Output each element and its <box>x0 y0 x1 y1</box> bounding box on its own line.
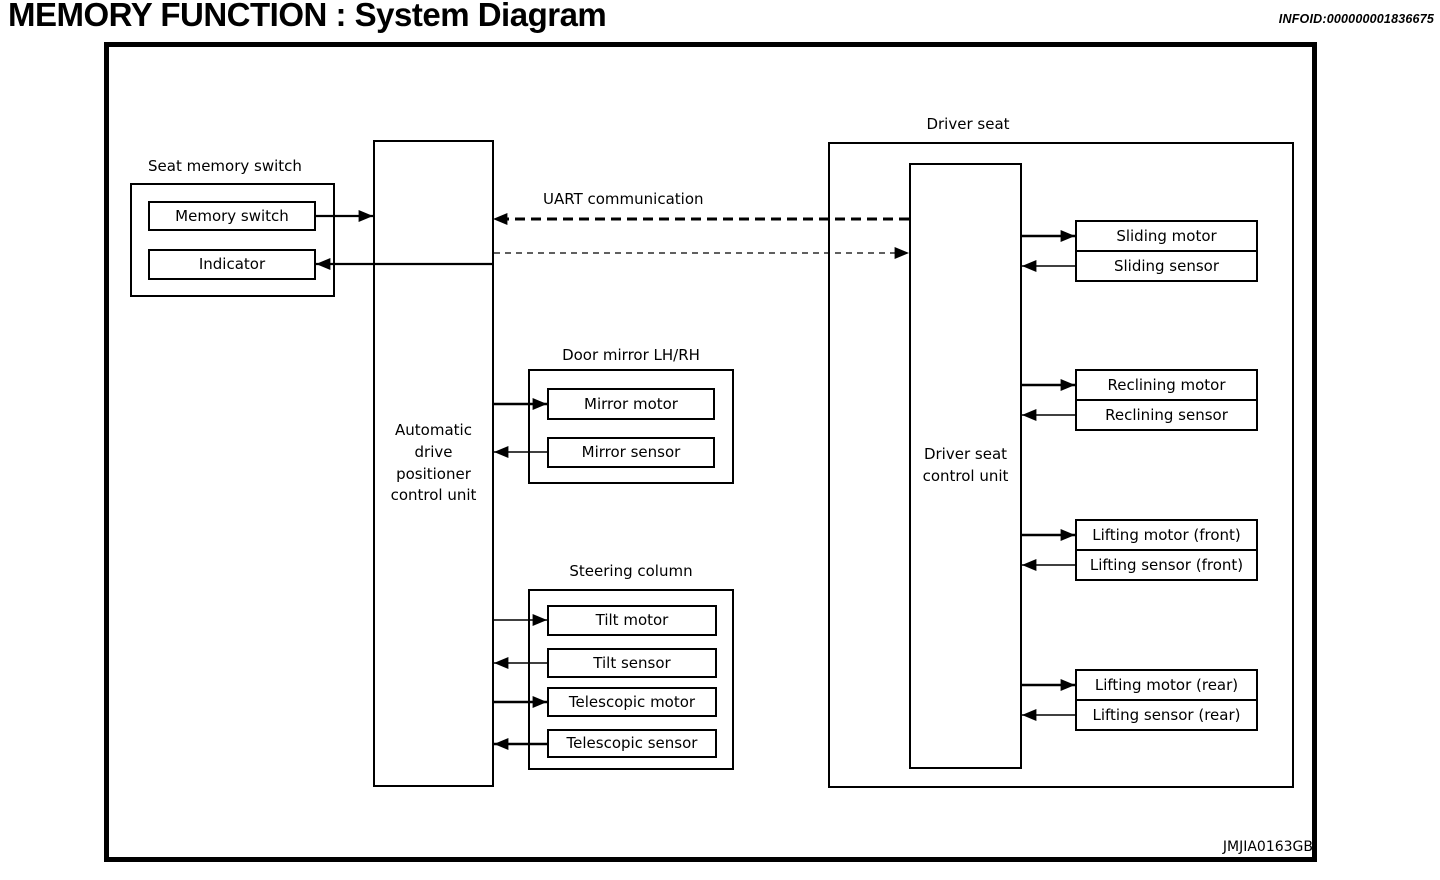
lifting-motor-front-box: Lifting motor (front) <box>1092 526 1241 544</box>
uart-communication-label: UART communication <box>543 190 704 208</box>
reclining-sensor-box: Reclining sensor <box>1077 399 1256 429</box>
sliding-motor-box: Sliding motor <box>1116 227 1217 245</box>
tilt-sensor-box: Tilt sensor <box>547 648 717 678</box>
infoid-label: INFOID:000000001836675 <box>1278 12 1434 26</box>
indicator-box: Indicator <box>148 249 316 280</box>
seat-memory-switch-title: Seat memory switch <box>148 157 302 175</box>
door-mirror-title: Door mirror LH/RH <box>562 346 700 364</box>
tilt-motor-box: Tilt motor <box>547 605 717 636</box>
lifting-sensor-front-box: Lifting sensor (front) <box>1077 549 1256 579</box>
telescopic-motor-box: Telescopic motor <box>547 687 717 717</box>
page-title: MEMORY FUNCTION : System Diagram <box>8 0 607 33</box>
lifting-sensor-rear-box: Lifting sensor (rear) <box>1077 699 1256 729</box>
adp-control-unit-box: Automatic drive positioner control unit <box>373 140 494 787</box>
figure-code: JMJIA0163GB <box>1222 839 1313 855</box>
lifting-front-pair-box: Lifting motor (front) Lifting sensor (fr… <box>1075 519 1258 581</box>
mirror-motor-box: Mirror motor <box>547 388 715 420</box>
mirror-sensor-box: Mirror sensor <box>547 437 715 468</box>
reclining-motor-box: Reclining motor <box>1107 376 1226 394</box>
telescopic-sensor-box: Telescopic sensor <box>547 729 717 758</box>
steering-column-title: Steering column <box>569 562 693 580</box>
reclining-pair-box: Reclining motor Reclining sensor <box>1075 369 1258 431</box>
sliding-pair-box: Sliding motor Sliding sensor <box>1075 220 1258 282</box>
sliding-sensor-box: Sliding sensor <box>1077 250 1256 280</box>
driver-seat-title: Driver seat <box>926 115 1010 133</box>
driver-seat-control-unit-box: Driver seat control unit <box>909 163 1022 769</box>
memory-switch-box: Memory switch <box>148 201 316 231</box>
lifting-motor-rear-box: Lifting motor (rear) <box>1094 676 1239 694</box>
lifting-rear-pair-box: Lifting motor (rear) Lifting sensor (rea… <box>1075 669 1258 731</box>
